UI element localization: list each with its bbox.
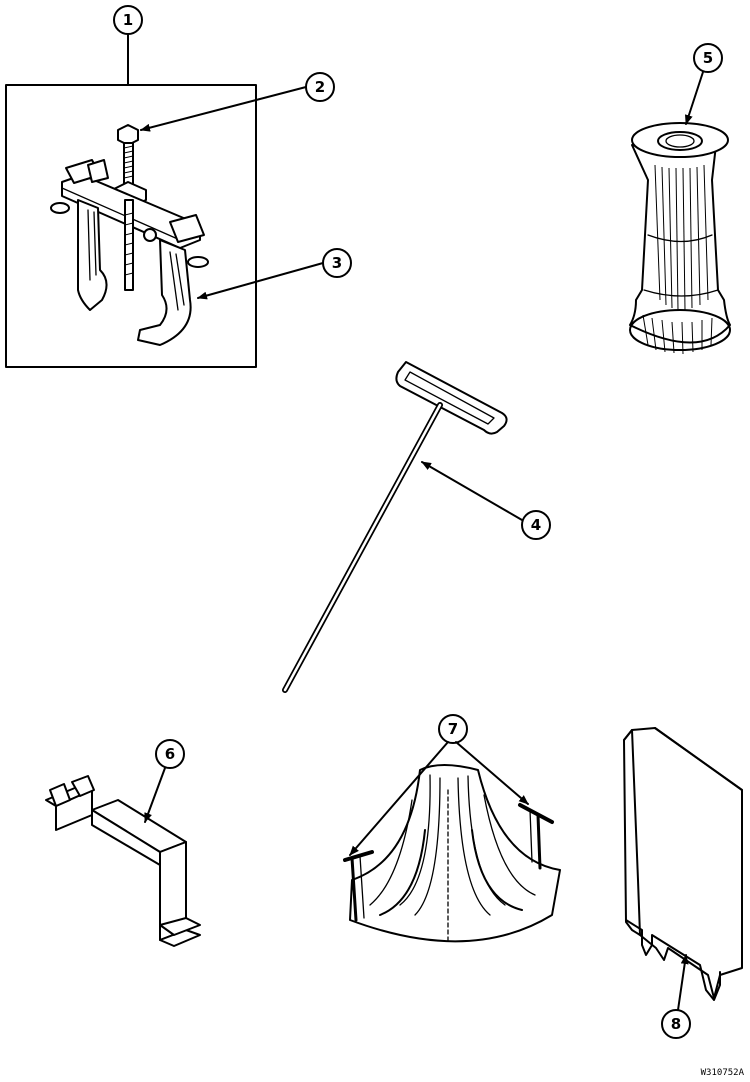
- agitator-pin-left: [343, 850, 374, 862]
- puller-kit-frame: [5, 84, 257, 368]
- t-handle-wrench: [282, 361, 508, 693]
- callout-5: 5: [684, 43, 723, 125]
- puller-tool: [50, 124, 209, 346]
- leader-line-4: [421, 461, 523, 521]
- flat-panel: [623, 727, 743, 1001]
- leader-line-3: [197, 262, 324, 300]
- leader-line-7b: [455, 741, 529, 805]
- bolt-head: [117, 124, 139, 146]
- bracket-clip: [45, 775, 201, 947]
- callout-8: 8: [661, 954, 691, 1039]
- leader-line-2: [140, 86, 307, 132]
- callout-4: 4: [421, 461, 551, 540]
- leader-line-6: [144, 767, 166, 823]
- wing-screw-right: [187, 256, 209, 268]
- leveling-leg-top: [631, 122, 729, 158]
- callout-1-label: 1: [123, 11, 133, 29]
- agitator-pin-right: [518, 803, 554, 824]
- callout-7-label: 7: [448, 720, 458, 738]
- agitator-assembly: [343, 764, 561, 943]
- callout-6-label: 6: [165, 745, 175, 763]
- drawing-code: W310752A: [700, 1068, 744, 1078]
- leader-line-7a: [349, 741, 449, 856]
- callout-3: 3: [197, 248, 352, 300]
- puller-jaw-right: [137, 239, 192, 346]
- leveling-leg: [629, 122, 731, 355]
- puller-jaw-left: [77, 199, 108, 311]
- bolt-thread: [123, 142, 134, 186]
- callout-3-label: 3: [332, 254, 342, 272]
- leader-line-8: [677, 954, 689, 1011]
- callout-7: 7: [349, 714, 529, 856]
- wing-screw-left: [50, 202, 70, 214]
- callout-6: 6: [144, 739, 185, 823]
- callout-5-label: 5: [703, 49, 713, 67]
- leader-line-5: [684, 71, 704, 125]
- callout-2: 2: [140, 72, 335, 132]
- puller-kit-group: [5, 34, 257, 368]
- callout-2-label: 2: [315, 78, 325, 96]
- leveling-leg-body: [629, 144, 731, 344]
- callout-8-label: 8: [671, 1015, 681, 1033]
- callout-group: 1 2 3 4 5 6: [113, 5, 723, 1039]
- callout-1: 1: [113, 5, 143, 35]
- callout-4-label: 4: [531, 516, 541, 534]
